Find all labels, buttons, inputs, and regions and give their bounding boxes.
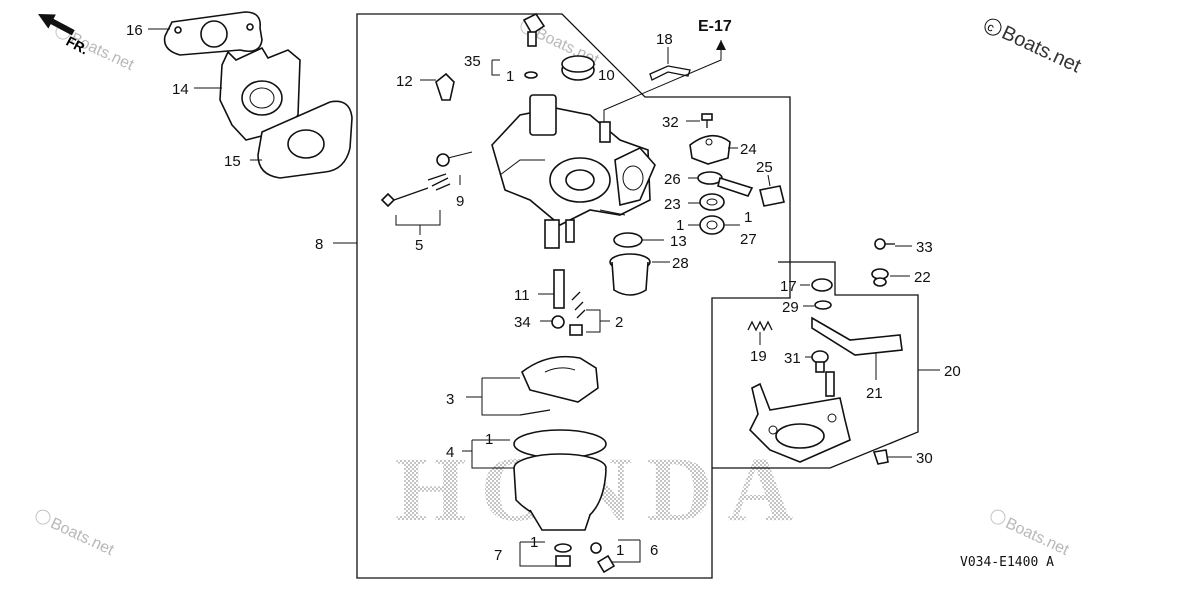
cap-part-17 [811,278,833,292]
o-ring-part-1 [590,542,602,554]
callout-33: 33 [916,239,933,256]
gasket-part-16 [163,11,263,56]
screw-part-6 [596,554,616,574]
callout-1: 1 [744,209,752,226]
svg-text:Boats.net: Boats.net [1003,515,1072,559]
callout-1: 1 [506,68,514,85]
holder-part-23 [699,193,725,211]
svg-text:c: c [985,20,996,35]
callout-32: 32 [662,114,679,131]
callout-1: 1 [676,217,684,234]
callout-24: 24 [740,141,757,158]
clip-part-30 [872,449,889,465]
bracket-assembly-outline [712,261,919,469]
o-ring-part-13 [613,232,643,248]
seal-part-25 [759,185,785,207]
callout-17: 17 [780,278,797,295]
diaphragm-part-26 [697,171,754,197]
washer-part-1 [524,71,538,79]
carburetor-assembly-outline [356,13,791,579]
diagram-code: V034-E1400 A [960,555,1054,570]
screw-part-33 [874,238,895,250]
callout-8: 8 [315,236,323,253]
callout-21: 21 [866,385,883,402]
callout-12: 12 [396,73,413,90]
front-direction-indicator: FR. [38,14,91,57]
bracket-plate [749,371,851,463]
lever-part-12 [435,72,455,101]
section-reference: E-17 [698,18,732,35]
callout-16: 16 [126,22,143,39]
callout-1: 1 [530,534,538,551]
callout-14: 14 [172,81,189,98]
callout-31: 31 [784,350,801,367]
callout-10: 10 [598,67,615,84]
callout-30: 30 [916,450,933,467]
copyright-watermark-main: c Boats.net [984,18,1085,78]
callout-11: 11 [514,287,530,304]
svg-text:Boats.net: Boats.net [48,515,117,559]
lever-part-21 [811,316,903,356]
callout-13: 13 [670,233,687,250]
gasket-part-15 [257,100,353,179]
svg-text:Boats.net: Boats.net [998,22,1084,78]
callout-26: 26 [664,171,681,188]
callout-9: 9 [456,193,464,210]
callout-6: 6 [650,542,658,559]
cap-part-10 [561,55,595,81]
needle-part-2 [569,291,586,336]
copyright-watermark: Boats.net [35,509,117,559]
callout-4: 4 [446,444,454,461]
carburetor-body [491,94,656,249]
arrow-icon [38,14,75,36]
chamber-part-28 [609,253,651,296]
callout-labels: 16 14 15 12 35 1 10 18 E-17 32 24 25 26 … [126,18,961,564]
float-part-3 [519,355,599,416]
callout-20: 20 [944,363,961,380]
bolt-part-7 [555,555,571,567]
callout-1: 1 [485,431,493,448]
nut-part-31 [811,350,829,373]
callout-25: 25 [756,159,773,176]
screw-part-35 [522,12,546,47]
float-chamber-part-4 [513,429,607,531]
jet-part-11 [553,269,565,309]
clip-part-18 [649,65,691,81]
jet-part-34 [551,315,565,329]
cover-part-24 [689,134,731,165]
callout-35: 35 [464,53,481,70]
washer-part-1 [554,543,572,553]
insulator-part-14 [219,46,301,141]
callout-1: 1 [616,542,624,559]
callout-27: 27 [740,231,757,248]
screw-part-9 [436,151,473,167]
callout-28: 28 [672,255,689,272]
copyright-icon: c [984,18,1002,36]
callout-7: 7 [494,547,502,564]
callout-5: 5 [415,237,423,254]
callout-19: 19 [750,348,767,365]
spring-part-19 [747,320,773,332]
callout-15: 15 [224,153,241,170]
callout-22: 22 [914,269,931,286]
nut-part-22 [871,268,889,287]
washer-part-29 [814,300,832,310]
pilot-screw-part-5 [380,173,451,208]
callout-29: 29 [782,299,799,316]
screw-part-32 [701,113,713,128]
callout-23: 23 [664,196,681,213]
copyright-watermark: Boats.net [990,509,1072,559]
callout-2: 2 [615,314,623,331]
callout-18: 18 [656,31,673,48]
callout-34: 34 [514,314,531,331]
callout-3: 3 [446,391,454,408]
valve-part-27 [699,215,725,235]
